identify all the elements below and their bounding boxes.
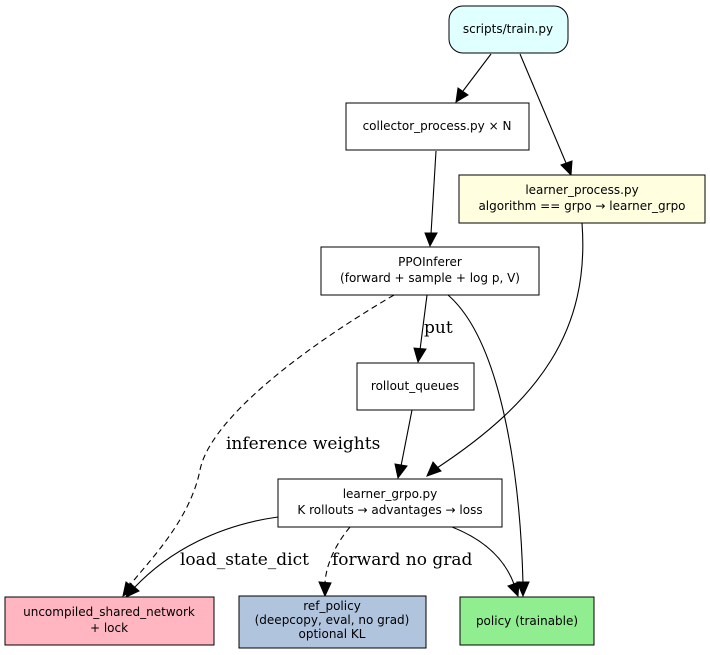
node-policy-trainable: policy (trainable) (459, 596, 595, 646)
node-scripts-train: scripts/train.py (448, 5, 569, 54)
node-label-line2: (deepcopy, eval, no grad) (255, 613, 410, 627)
node-label-line3: optional KL (298, 627, 365, 641)
arrowhead (426, 461, 442, 477)
node-label: collector_process.py × N (363, 119, 512, 133)
edge-label-forward-no-grad: forward no grad (332, 550, 472, 570)
node-collector-process: collector_process.py × N (345, 102, 530, 151)
node-label: uncompiled_shared_network (23, 605, 195, 619)
node-label: learner_process.py (525, 183, 638, 197)
node-ref-policy: ref_policy (deepcopy, eval, no grad) opt… (238, 595, 427, 649)
node-uncompiled-shared-network: uncompiled_shared_network + lock (4, 596, 215, 646)
arrowhead (560, 160, 573, 177)
arrowhead (394, 463, 408, 480)
edge-ppoinferer-to-policy (447, 294, 524, 584)
arrowhead (507, 581, 520, 598)
arrowhead (125, 582, 140, 598)
edge-label-load-state-dict: load_state_dict (180, 550, 309, 570)
edge-label-inference-weights: inference weights (226, 434, 380, 454)
arrowhead (424, 232, 438, 248)
node-label: scripts/train.py (463, 22, 553, 36)
node-learner-grpo: learner_grpo.py K rollouts → advantages … (277, 478, 503, 528)
node-label-line2: K rollouts → advantages → loss (297, 503, 482, 517)
node-label: policy (trainable) (476, 614, 578, 628)
node-label: PPOInferer (398, 255, 462, 269)
node-label-line2: (forward + sample + log p, V) (340, 271, 520, 285)
edge-learner-grpo-to-ref-policy (324, 526, 351, 584)
node-label: ref_policy (303, 599, 361, 613)
edge-train-to-collector (462, 53, 492, 92)
arrowhead (455, 87, 469, 103)
node-label: learner_grpo.py (343, 487, 438, 501)
edge-collector-to-ppoinferer (430, 150, 437, 235)
edge-train-to-learner-process (519, 53, 567, 164)
node-learner-process: learner_process.py algorithm == grpo → l… (458, 174, 706, 224)
node-ppoinferer: PPOInferer (forward + sample + log p, V) (320, 246, 540, 296)
edge-rollout-queues-to-learner-grpo (400, 409, 413, 467)
edge-learner-process-to-learner-grpo (436, 222, 584, 469)
node-label: rollout_queues (371, 379, 459, 393)
edge-ppoinferer-to-shared-network (129, 294, 395, 586)
arrowhead (318, 581, 332, 598)
edge-label-put: put (424, 318, 453, 338)
edge-learner-grpo-to-policy (451, 526, 515, 585)
node-rollout-queues: rollout_queues (356, 362, 475, 411)
node-label-line2: + lock (90, 621, 128, 635)
edge-learner-grpo-to-shared-network (133, 516, 279, 589)
arrowhead (413, 347, 427, 364)
edge-ppoinferer-to-rollout-queues (419, 294, 428, 351)
node-label-line2: algorithm == grpo → learner_grpo (478, 199, 685, 213)
arrowhead (516, 581, 530, 598)
